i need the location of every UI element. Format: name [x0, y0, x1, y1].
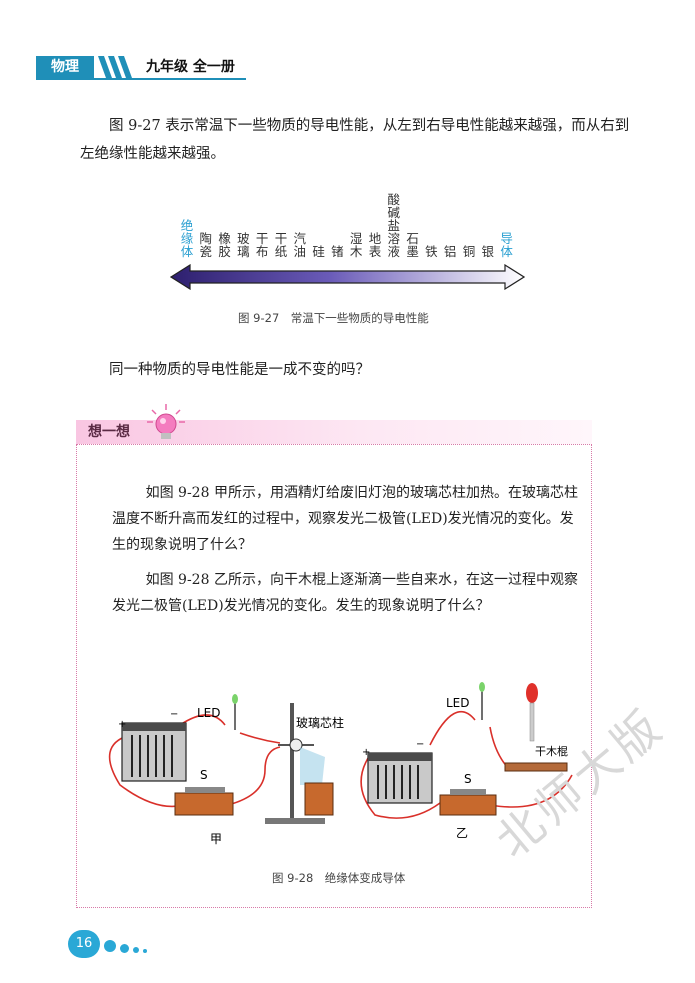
scale-material-label: 铝 [443, 244, 457, 259]
battery-minus-b: − [416, 739, 424, 750]
scale-material-label: 酸碱盐溶液 [387, 192, 401, 259]
question-paragraph: 同一种物质的导电性能是一成不变的吗？ [109, 362, 370, 378]
scale-material-label: 玻璃 [237, 231, 250, 259]
page-dot-icon [133, 947, 139, 953]
glass-core-label: 玻璃芯柱 [296, 715, 344, 730]
page-dot-icon [120, 944, 129, 953]
scale-material-label: 铜 [462, 244, 476, 259]
scale-material-label: 陶瓷 [199, 231, 213, 259]
grade-text: 九年级 全一册 [146, 59, 235, 75]
scale-material-label: 硅 [312, 244, 325, 259]
lightbulb-icon [147, 404, 185, 439]
switch-label-b: S [464, 772, 472, 786]
figure-label-yi: 乙 [456, 826, 468, 840]
led-label-a: LED [197, 706, 221, 720]
battery-plus-b: + [362, 747, 370, 758]
slash-decoration-icon [98, 56, 132, 78]
scale-material-label: 银 [481, 244, 495, 259]
page-dot-icon [104, 940, 116, 952]
battery-minus-a: − [170, 709, 178, 720]
think-content-box [76, 444, 592, 908]
scale-material-label: 锗 [331, 244, 344, 259]
conductivity-arrow [170, 264, 525, 290]
page-dot-icon [143, 949, 147, 953]
scale-material-label: 铁 [425, 244, 438, 259]
scale-material-label: 地表 [368, 231, 382, 259]
scale-material-label: 橡胶 [218, 231, 231, 259]
scale-material-label: 石墨 [406, 231, 419, 259]
figure-9-27-caption: 图 9-27 常温下一些物质的导电性能 [238, 311, 429, 325]
scale-material-label: 汽油 [293, 231, 307, 259]
intro-paragraph: 图 9-27 表示常温下一些物质的导电性能，从左到右导电性能越来越强，而从右到左… [80, 118, 630, 162]
page-number: 16 [68, 930, 100, 958]
battery-plus-a: + [118, 719, 126, 730]
figure-9-28-caption: 图 9-28 绝缘体变成导体 [272, 871, 406, 885]
led-label-b: LED [446, 696, 470, 710]
scale-material-label: 干布 [255, 231, 269, 259]
dry-stick-label: 干木棍 [535, 744, 568, 758]
think-label: 想一想 [88, 424, 130, 440]
page-header: 物理 九年级 全一册 [36, 56, 246, 78]
conductivity-scale-figure: 绝缘体陶瓷橡胶玻璃干布干纸汽油硅锗湿木地表酸碱盐溶液石墨铁铝铜银导体 [170, 180, 525, 300]
header-rule [36, 78, 246, 80]
subject-tag: 物理 [36, 56, 94, 78]
scale-material-label: 绝缘体 [180, 218, 194, 259]
think-paragraph-1: 如图 9-28 甲所示，用酒精灯给废旧灯泡的玻璃芯柱加热。在玻璃芯柱温度不断升高… [112, 485, 578, 553]
switch-label-a: S [200, 768, 208, 782]
scale-material-label: 干纸 [274, 231, 288, 259]
figure-label-jia: 甲 [210, 832, 222, 846]
scale-material-label: 导体 [500, 231, 513, 259]
circuit-figure-9-28: + − LED S 玻璃芯柱 甲 + − LED S 干木棍 乙 [108, 682, 573, 846]
think-paragraph-2: 如图 9-28 乙所示，向干木棍上逐渐滴一些自来水，在这一过程中观察发光二极管(… [112, 572, 578, 614]
scale-material-label: 湿木 [349, 231, 363, 259]
